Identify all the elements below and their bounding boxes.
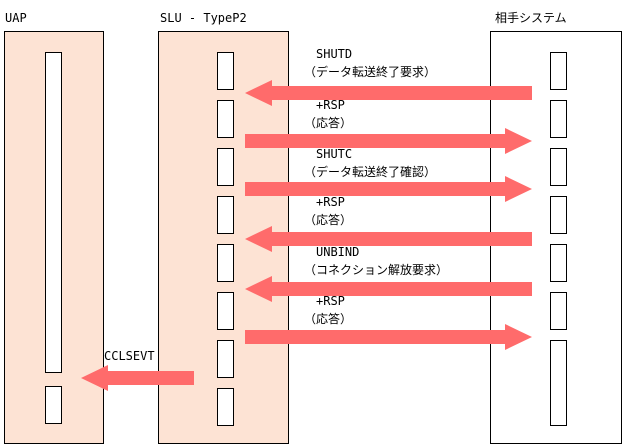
- message-label-shutc-desc: （データ転送終了確認）: [304, 164, 436, 179]
- remote-activation-bar: [550, 292, 567, 330]
- message-arrow-shutc: [245, 176, 532, 202]
- event-arrow-cclsevt: [81, 365, 194, 391]
- message-arrow-shutd: [245, 80, 532, 106]
- slu-activation-bar: [217, 148, 234, 186]
- uap-activation-bar-1: [45, 52, 62, 373]
- message-arrow-rsp-3: [245, 324, 532, 350]
- slu-activation-bar: [217, 292, 234, 330]
- remote-activation-bar: [550, 340, 567, 426]
- message-label-rsp-3-desc: （応答）: [304, 311, 352, 326]
- remote-activation-bar: [550, 100, 567, 138]
- message-arrow-rsp-1: [245, 128, 532, 154]
- remote-activation-bar: [550, 196, 567, 234]
- slu-activation-bar: [217, 52, 234, 90]
- slu-activation-bar: [217, 340, 234, 378]
- remote-activation-bar: [550, 52, 567, 90]
- message-arrow-rsp-2: [245, 226, 532, 252]
- message-label-rsp-1-desc: （応答）: [304, 115, 352, 130]
- message-label-rsp-1: +RSP: [316, 98, 345, 112]
- message-label-rsp-2: +RSP: [316, 195, 345, 209]
- message-label-shutd-desc: （データ転送終了要求）: [304, 64, 436, 79]
- uap-lane-title: UAP: [5, 11, 27, 25]
- remote-lane-title: 相手システム: [495, 11, 567, 25]
- remote-activation-bar: [550, 148, 567, 186]
- remote-activation-bar: [550, 244, 567, 282]
- message-label-unbind: UNBIND: [316, 245, 359, 259]
- message-label-shutd: SHUTD: [316, 47, 352, 61]
- uap-activation-bar-2: [45, 386, 62, 424]
- message-label-rsp-2-desc: （応答）: [304, 212, 352, 227]
- slu-activation-bar: [217, 100, 234, 138]
- message-label-unbind-desc: （コネクション解放要求）: [304, 262, 448, 277]
- message-arrow-unbind: [245, 276, 532, 302]
- slu-activation-bar: [217, 196, 234, 234]
- message-label-shutc: SHUTC: [316, 147, 352, 161]
- event-label-cclsevt: CCLSEVT: [104, 349, 155, 363]
- message-label-rsp-3: +RSP: [316, 294, 345, 308]
- slu-activation-bar: [217, 388, 234, 426]
- slu-lane-title: SLU - TypeP2: [160, 11, 247, 25]
- slu-activation-bar: [217, 244, 234, 282]
